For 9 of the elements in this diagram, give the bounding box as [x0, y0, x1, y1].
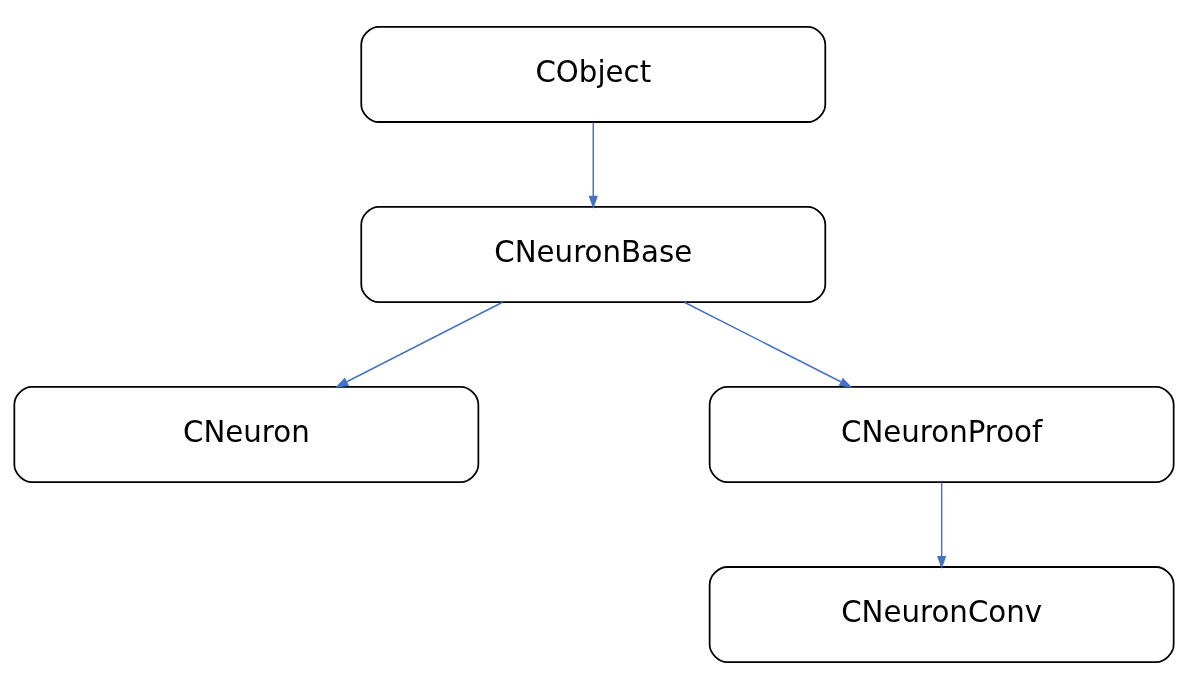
arrow: [588, 121, 598, 209]
arrow: [683, 301, 853, 388]
node-box: CNeuronBase: [360, 205, 827, 303]
node-box: CNeuronProof: [708, 385, 1175, 483]
arrow: [937, 481, 947, 569]
arrow: [335, 301, 504, 388]
node-box: CNeuron: [13, 385, 480, 483]
node-box: CObject: [360, 25, 827, 123]
node-box: CNeuronConv: [708, 565, 1175, 663]
